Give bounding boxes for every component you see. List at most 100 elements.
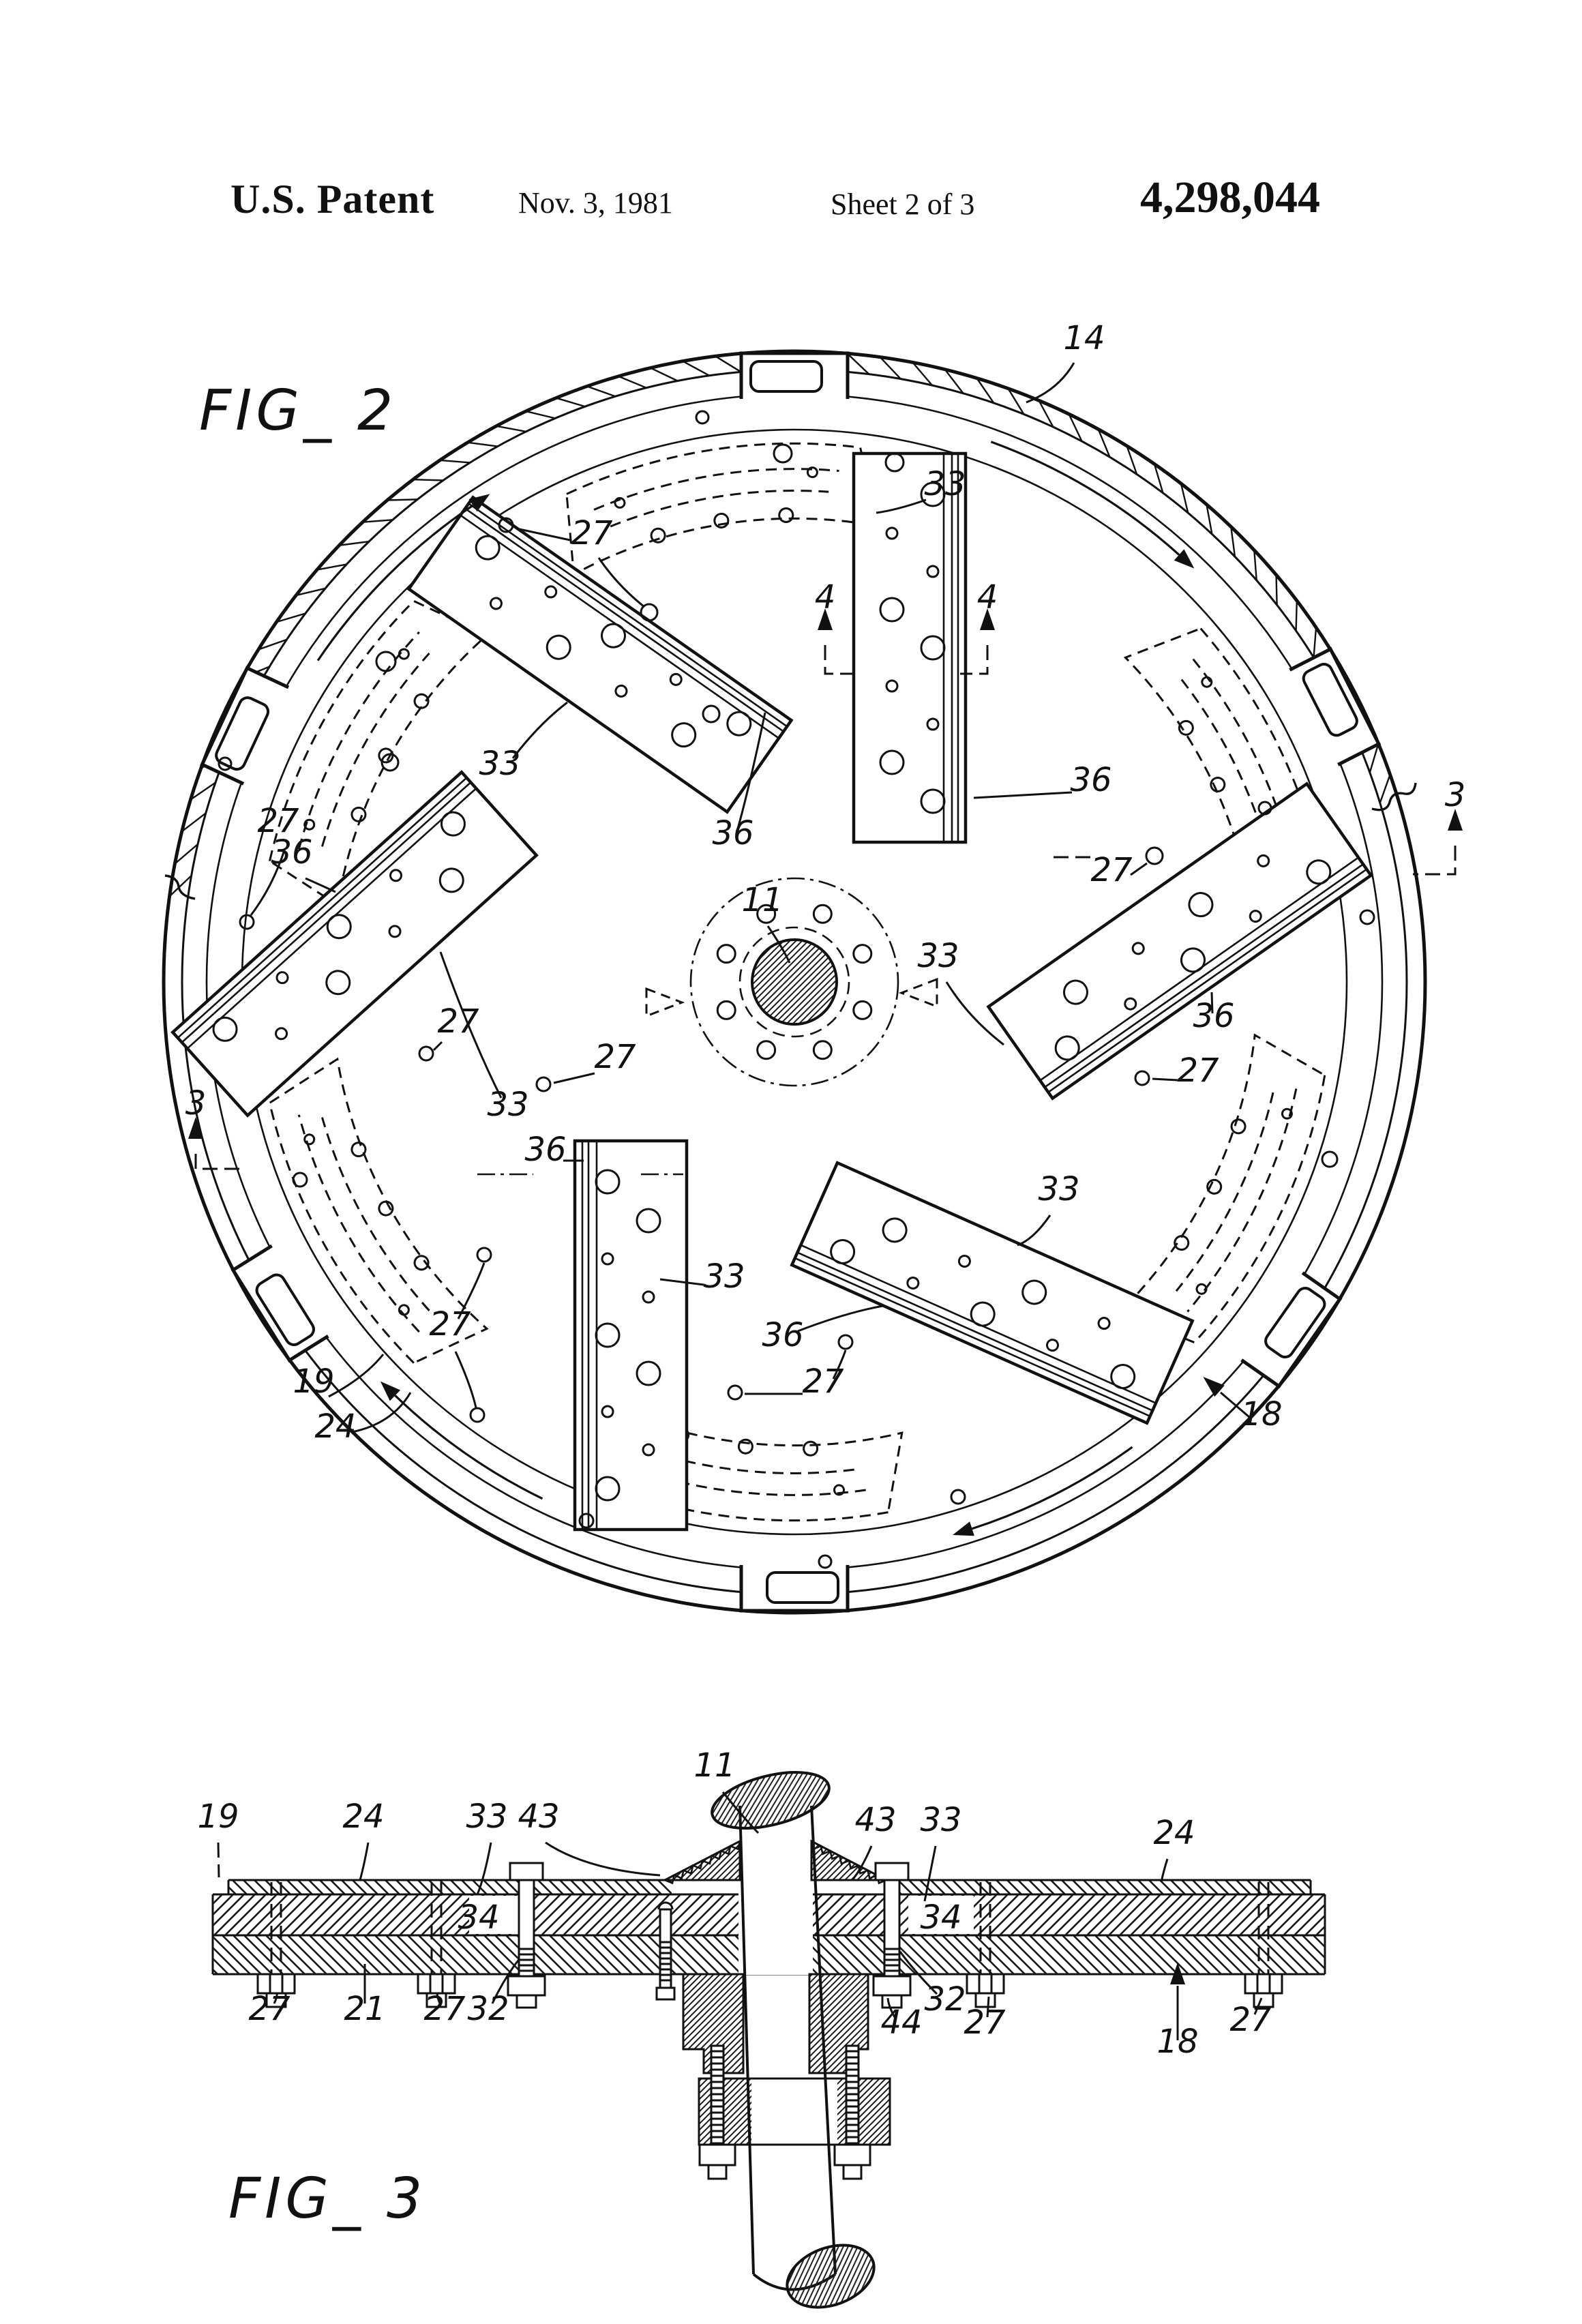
disc-hole bbox=[695, 410, 710, 425]
shaft-break-bottom bbox=[786, 2244, 876, 2309]
hub-bolt-hole bbox=[756, 904, 777, 924]
reference-numeral: 27 bbox=[594, 1038, 636, 1076]
reference-numeral: 33 bbox=[479, 745, 520, 783]
section-arrowhead bbox=[818, 608, 833, 630]
rim-tick bbox=[1126, 445, 1138, 475]
section-arrowhead bbox=[1203, 1376, 1225, 1397]
rim-tick bbox=[1206, 504, 1213, 535]
section-dash-line bbox=[824, 645, 852, 675]
reference-numeral: 3 bbox=[185, 1084, 207, 1122]
section-dash-line bbox=[960, 645, 989, 675]
disc-hole bbox=[292, 1172, 308, 1188]
clamp-bolt-nut bbox=[507, 1975, 546, 1997]
leader-line bbox=[439, 951, 503, 1099]
rim-tick bbox=[1313, 627, 1317, 658]
patent-header-title: U.S. Patent bbox=[230, 177, 435, 222]
reference-numeral: 11 bbox=[741, 881, 783, 919]
blade-bottom bbox=[575, 1141, 687, 1530]
bolt-head-facet bbox=[269, 1974, 284, 1993]
reference-numeral: 3 bbox=[1445, 776, 1466, 814]
patent-number: 4,298,044 bbox=[1140, 173, 1320, 222]
rim-tick bbox=[912, 361, 933, 386]
disc-hole bbox=[1134, 1070, 1150, 1086]
fasteners bbox=[256, 1862, 1283, 2180]
reference-numeral: 33 bbox=[924, 465, 966, 503]
reference-numeral: 27 bbox=[571, 514, 613, 552]
rim-tick bbox=[846, 353, 870, 375]
leader-line bbox=[351, 1392, 412, 1433]
disc-hole bbox=[535, 1076, 552, 1092]
disc-bolt-holes bbox=[218, 410, 1375, 1569]
reference-numeral: 36 bbox=[271, 833, 312, 872]
section-dash-line bbox=[1413, 846, 1457, 876]
disc-hole bbox=[469, 1407, 486, 1423]
rim-tick bbox=[976, 377, 995, 404]
patent-header-sheet: Sheet 2 of 3 bbox=[831, 188, 975, 221]
top-liner-right bbox=[886, 1880, 1311, 1894]
leader-line bbox=[553, 1072, 595, 1084]
reference-numeral: 43 bbox=[854, 1801, 896, 1839]
leader-line bbox=[1130, 862, 1148, 876]
disc-hole bbox=[498, 517, 514, 533]
reference-numeral: 27 bbox=[248, 1990, 290, 2028]
leader-line bbox=[721, 1791, 760, 1834]
rim-tick bbox=[1007, 388, 1025, 415]
rim-tick bbox=[1153, 464, 1164, 494]
rim-tick bbox=[1230, 526, 1236, 557]
reference-numeral: 27 bbox=[1229, 2001, 1272, 2039]
leader-line bbox=[886, 1997, 896, 2018]
rim-tick bbox=[1253, 550, 1257, 580]
reference-numeral: 32 bbox=[467, 1990, 509, 2028]
reference-numeral: 33 bbox=[920, 1801, 961, 1839]
disc-hole bbox=[727, 1384, 743, 1401]
hub-bolt-hole bbox=[756, 1040, 777, 1060]
leader-line bbox=[250, 848, 286, 916]
disc-hole bbox=[884, 452, 905, 473]
leader-line bbox=[736, 712, 766, 829]
reference-numeral: 27 bbox=[1090, 851, 1133, 889]
reference-numeral: 36 bbox=[1193, 997, 1234, 1035]
clamp-bolt-head bbox=[509, 1862, 544, 1881]
reference-numeral: 27 bbox=[429, 1305, 471, 1343]
clamp-pocket-left bbox=[469, 1896, 518, 1934]
disc-hole bbox=[773, 443, 793, 464]
reference-numeral: 34 bbox=[458, 1898, 499, 1937]
rim-tick bbox=[618, 375, 647, 389]
clamp-bolt-tip bbox=[516, 1994, 537, 2009]
leader-line bbox=[432, 1041, 443, 1052]
blade-left bbox=[173, 772, 536, 1115]
leader-line bbox=[491, 1958, 521, 2004]
rotation-arrow bbox=[972, 1446, 1133, 1530]
reference-numeral: 33 bbox=[703, 1257, 745, 1296]
clamp-bolt-shank bbox=[883, 1879, 901, 1978]
rim-tick bbox=[650, 367, 678, 382]
reference-numeral: 24 bbox=[314, 1407, 356, 1446]
bolt-head bbox=[256, 1973, 296, 1995]
disc-hole bbox=[218, 756, 233, 771]
flange-nut bbox=[698, 2143, 736, 2166]
section-arrowhead bbox=[980, 608, 995, 630]
leader-line bbox=[945, 981, 1004, 1046]
disc-hole bbox=[578, 1513, 595, 1529]
disc-hole bbox=[1145, 846, 1164, 865]
rim-tick bbox=[174, 844, 198, 865]
reference-numeral: 18 bbox=[1156, 2023, 1198, 2061]
figure-3-label: FIG_ 3 bbox=[228, 2166, 426, 2231]
bolt-head bbox=[417, 1973, 456, 1995]
section-dash-line bbox=[217, 1842, 220, 1878]
leader-line bbox=[328, 1354, 385, 1398]
disc-hole bbox=[702, 704, 721, 724]
leader-line bbox=[1253, 1997, 1263, 2015]
bolt-head bbox=[966, 1973, 1005, 1995]
reference-numeral: 44 bbox=[880, 2003, 922, 2042]
hub-bolt-hole bbox=[812, 904, 833, 924]
rim-hatching bbox=[168, 351, 1391, 897]
disc-hole bbox=[837, 1334, 854, 1350]
rim-tick bbox=[295, 587, 326, 597]
patent-header-date: Nov. 3, 1981 bbox=[518, 186, 673, 220]
disc-hole bbox=[380, 753, 400, 772]
rim-tick bbox=[715, 355, 742, 373]
rim-tick bbox=[1295, 600, 1298, 631]
reference-numeral: 4 bbox=[977, 578, 998, 616]
